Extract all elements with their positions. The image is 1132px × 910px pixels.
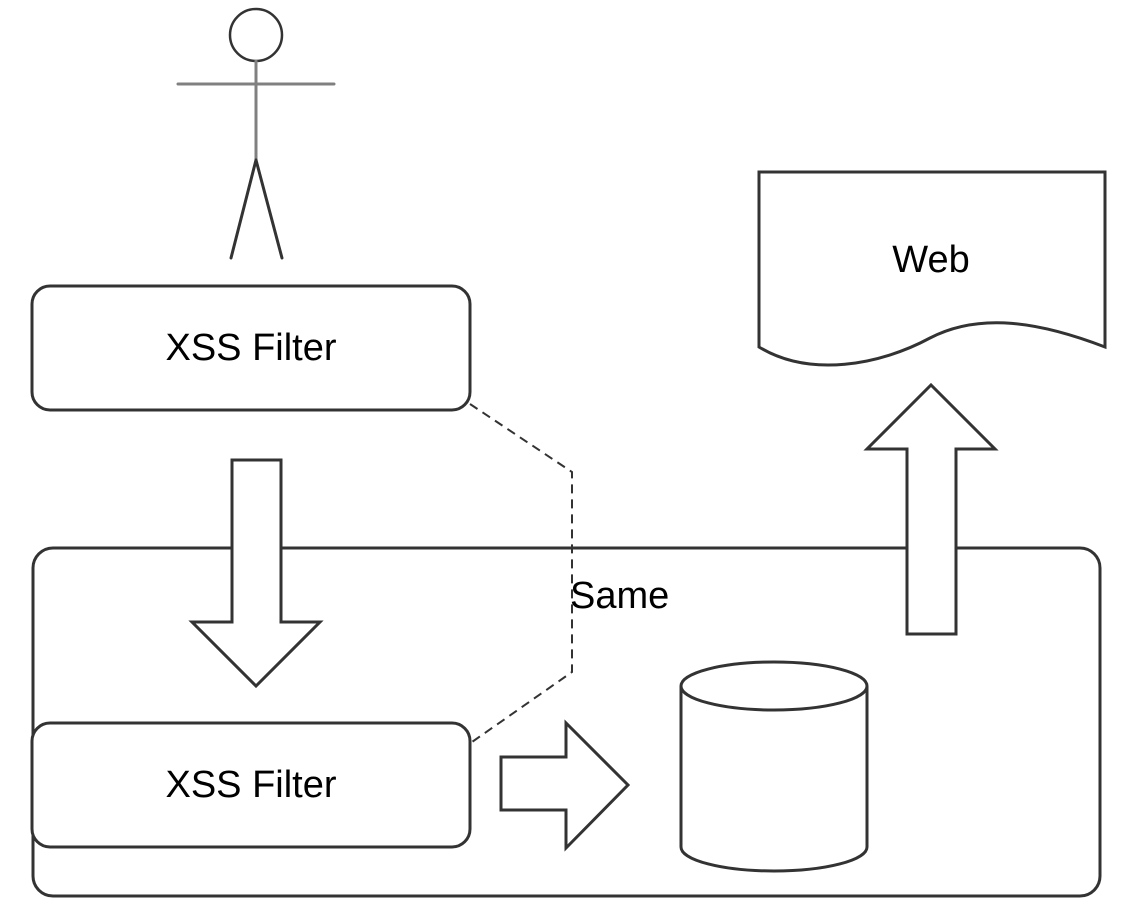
xss-filter-bottom-box[interactable]	[30, 721, 472, 849]
xss-filter-top-label: XSS Filter	[165, 327, 336, 369]
same-filter-dashed-connector	[469, 403, 573, 743]
xss-filter-bottom-label: XSS Filter	[165, 764, 336, 806]
xss-filter-top-box[interactable]	[30, 284, 472, 412]
server-container[interactable]	[31, 546, 1102, 898]
right-arrow	[499, 719, 631, 852]
web-document-shape[interactable]	[757, 170, 1107, 367]
up-arrow	[863, 382, 999, 636]
down-arrow	[188, 458, 324, 689]
container-label: Same	[570, 575, 669, 617]
user-actor-icon	[176, 7, 336, 260]
database-icon	[679, 660, 869, 873]
web-label: Web	[892, 239, 969, 281]
